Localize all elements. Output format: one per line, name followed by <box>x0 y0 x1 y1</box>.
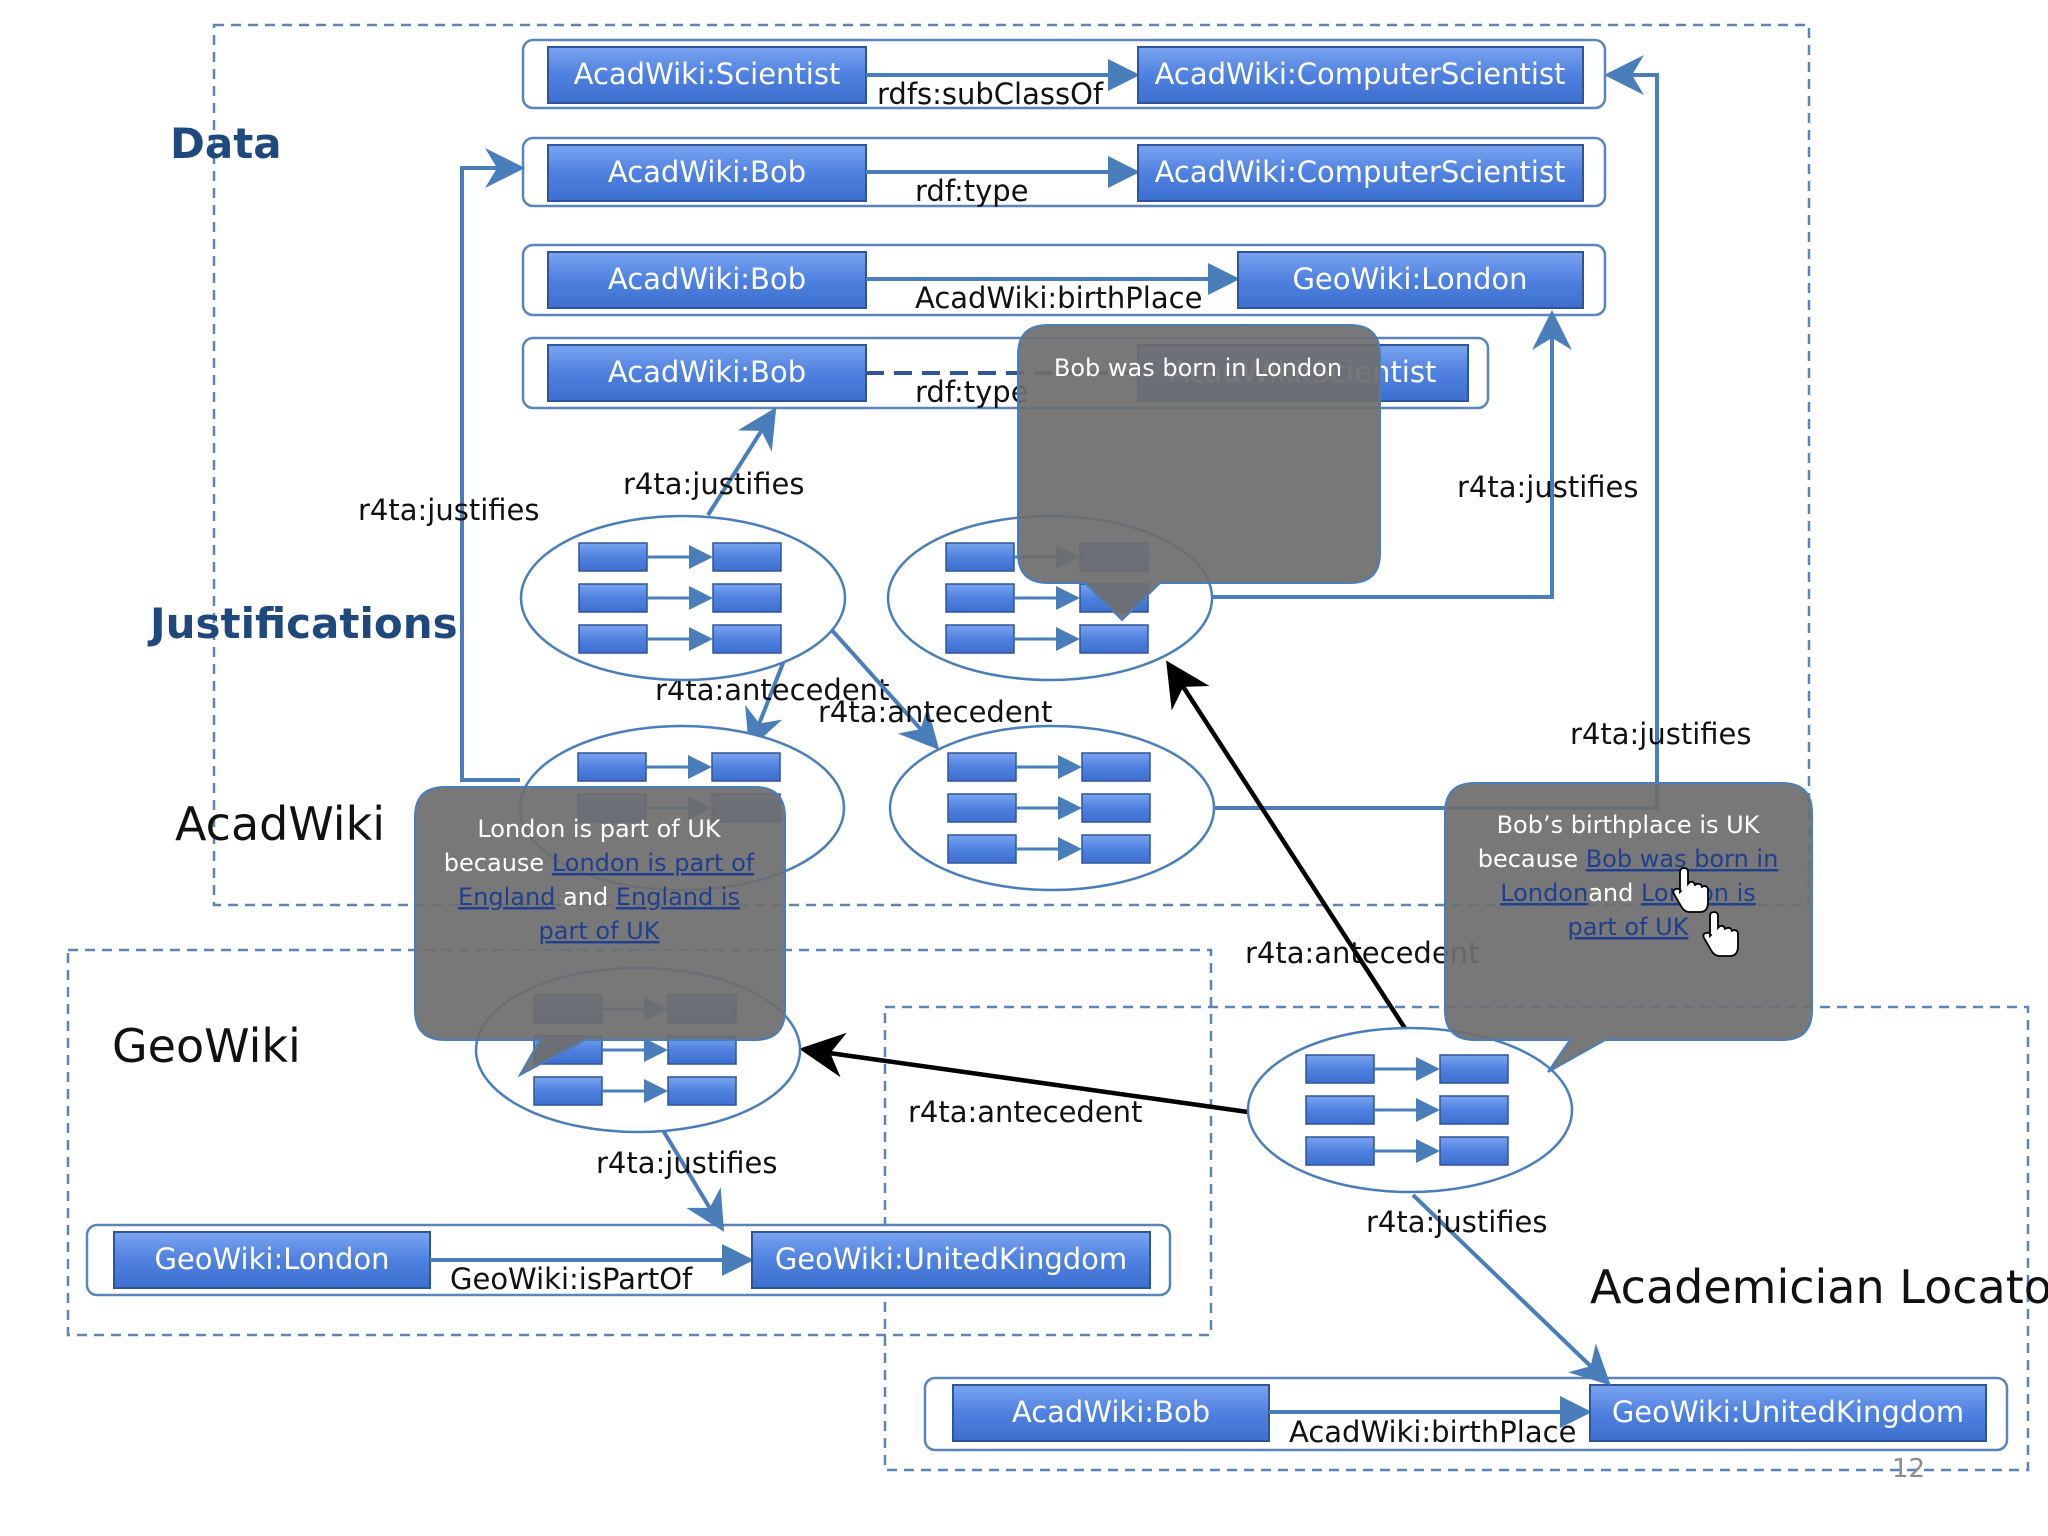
triple-row: AcadWiki:Scientist rdfs:subClassOf AcadW… <box>521 38 1607 111</box>
svg-text:AcadWiki:Bob: AcadWiki:Bob <box>608 262 806 296</box>
triple-subject-node[interactable] <box>952 1384 1270 1442</box>
triple-row: AcadWiki:Bob rdf:type AcadWiki:ComputerS… <box>521 136 1607 208</box>
svg-text:GeoWiki:UnitedKingdom: GeoWiki:UnitedKingdom <box>1612 1395 1964 1429</box>
triple-subject-node[interactable] <box>547 251 867 309</box>
edge-justifies-a <box>706 407 777 517</box>
edge-label-antecedent: r4ta:antecedent <box>908 1095 1142 1129</box>
triple-row: AcadWiki:Bob AcadWiki:birthPlace GeoWiki… <box>521 243 1607 317</box>
tooltip-text: England and England is <box>458 883 740 911</box>
triple-predicate-label: AcadWiki:birthPlace <box>1289 1415 1576 1449</box>
edge-antecedent-gb <box>1166 660 1410 1035</box>
svg-text:AcadWiki:Bob: AcadWiki:Bob <box>608 355 806 389</box>
edge-label-justifies: r4ta:justifies <box>596 1146 777 1180</box>
svg-text:AcadWiki:Bob: AcadWiki:Bob <box>608 155 806 189</box>
edge-label-antecedent: r4ta:antecedent <box>818 695 1052 729</box>
svg-text:GeoWiki:London: GeoWiki:London <box>1292 262 1527 296</box>
region-title-geowiki: GeoWiki <box>112 1019 301 1073</box>
triple-predicate-label: rdfs:subClassOf <box>877 77 1104 111</box>
triple-object-node[interactable] <box>1137 46 1584 104</box>
tooltip-text: Londonand London is <box>1500 879 1756 907</box>
tooltip-text: part of UK <box>1568 913 1690 941</box>
edge-antecedent-gf <box>799 1032 1249 1115</box>
svg-text:GeoWiki:UnitedKingdom: GeoWiki:UnitedKingdom <box>775 1242 1127 1276</box>
hand-cursor-icon <box>1672 867 1709 913</box>
tooltip-link[interactable]: part of UK <box>539 917 661 945</box>
svg-text:AcadWiki:Bob: AcadWiki:Bob <box>1012 1395 1210 1429</box>
tooltip-text: Bob was born in London <box>1054 354 1342 382</box>
svg-text:GeoWiki:London: GeoWiki:London <box>154 1242 389 1276</box>
page-number: 12 <box>1892 1454 1925 1484</box>
svg-text:AcadWiki:Scientist: AcadWiki:Scientist <box>574 57 841 91</box>
justification-ellipse[interactable] <box>519 514 847 682</box>
triple-object-node[interactable] <box>1137 144 1584 202</box>
triple-subject-node[interactable] <box>547 46 867 104</box>
tooltip-bubble: London is part of UK because London is p… <box>414 786 786 1078</box>
edge-label-justifies: r4ta:justifies <box>358 493 539 527</box>
section-title-justifications: Justifications <box>147 599 458 648</box>
geowiki-region-frame <box>66 948 1213 1337</box>
triple-predicate-label: rdf:type <box>915 174 1029 208</box>
region-title-locator: Academician Locator <box>1590 1260 2048 1314</box>
svg-text:AcadWiki:ComputerScientist: AcadWiki:ComputerScientist <box>1155 155 1566 189</box>
tooltip-link[interactable]: part of UK <box>1568 913 1690 941</box>
edge-justifies-left <box>460 148 525 782</box>
tooltip-link[interactable]: London is part of <box>552 849 755 877</box>
triple-subject-node[interactable] <box>113 1231 431 1289</box>
edge-label-justifies: r4ta:justifies <box>1366 1205 1547 1239</box>
section-title-data: Data <box>170 119 282 168</box>
justification-ellipse[interactable] <box>888 724 1216 892</box>
triple-object-node[interactable] <box>1589 1384 1987 1442</box>
region-title-acadwiki: AcadWiki <box>175 797 385 851</box>
tooltip-link[interactable]: London <box>1500 879 1588 907</box>
edge-label-antecedent: r4ta:antecedent <box>1245 936 1479 970</box>
triple-predicate-label: rdf:type <box>915 375 1029 409</box>
tooltip-text: because Bob was born in <box>1478 845 1779 873</box>
edge-label-justifies: r4ta:justifies <box>1570 717 1751 751</box>
tooltip-link[interactable]: England is <box>616 883 740 911</box>
edge-justifies-d <box>1215 55 1659 810</box>
svg-text:AcadWiki:ComputerScientist: AcadWiki:ComputerScientist <box>1155 57 1566 91</box>
tooltip-text: because London is part of <box>444 849 755 877</box>
triple-predicate-label: AcadWiki:birthPlace <box>915 281 1202 315</box>
tooltip-link[interactable]: England <box>458 883 555 911</box>
edge-justifies-b <box>1210 310 1572 599</box>
triple-row: GeoWiki:London GeoWiki:isPartOf GeoWiki:… <box>85 1223 1172 1297</box>
tooltip-text: London is part of UK <box>477 815 722 843</box>
edge-justifies-f <box>656 1120 725 1232</box>
triple-row: AcadWiki:Bob AcadWiki:birthPlace GeoWiki… <box>923 1376 2009 1452</box>
tooltip-text: Bob’s birthplace is UK <box>1497 811 1761 839</box>
tooltip-bubble: Bob’s birthplace is UK because Bob was b… <box>1444 782 1813 1073</box>
tooltip-text: part of UK <box>539 917 661 945</box>
tooltip-bubble: Bob was born in London <box>1017 324 1381 622</box>
justification-ellipse[interactable] <box>1246 1026 1574 1194</box>
acadwiki-region-frame <box>212 23 1811 907</box>
hand-cursor-icon <box>1702 911 1739 957</box>
triple-object-node[interactable] <box>1237 251 1584 309</box>
edge-label-justifies: r4ta:justifies <box>1457 470 1638 504</box>
triple-object-node[interactable] <box>751 1231 1151 1289</box>
edge-justifies-g <box>1411 1193 1611 1386</box>
triple-predicate-label: GeoWiki:isPartOf <box>450 1262 693 1296</box>
edge-antecedent-ad <box>828 626 940 750</box>
edge-label-justifies: r4ta:justifies <box>623 467 804 501</box>
